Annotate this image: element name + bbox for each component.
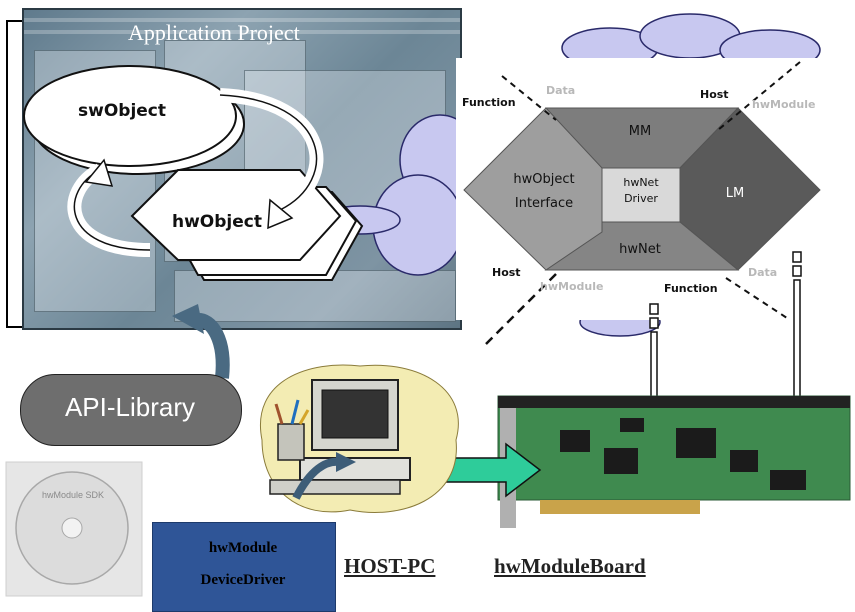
hex-region-center [601, 167, 681, 223]
api-library-box [20, 374, 242, 446]
diag-line-tr [717, 61, 801, 131]
corner-function-br: Function [664, 282, 718, 295]
diag-line-bl [483, 273, 557, 347]
cd-label: hwModule SDK [41, 490, 105, 500]
arrow-hw-to-sw-head [84, 158, 114, 187]
diag-line-br [725, 277, 791, 321]
hex-center-label-2: Driver [624, 192, 658, 205]
pcb-board [497, 395, 851, 528]
arrow-sw-to-hw-head [267, 198, 294, 230]
corner-hwmodule-tr: hwModule [752, 98, 816, 111]
application-project-title: Application Project [128, 20, 300, 45]
corner-data-tl: Data [546, 84, 576, 97]
hw-module-board-label: hwModuleBoard [494, 554, 646, 578]
hex-bottom-label: hwNet [619, 242, 661, 257]
hwobject-hexagon [130, 169, 342, 261]
hex-lm-label: LM [725, 186, 745, 201]
hex-center-label-1: hwNet [623, 176, 659, 189]
hex-left-label-1: hwObject [513, 172, 575, 187]
arrow-hw-to-sw-outline [73, 169, 151, 251]
left-bracket [6, 20, 24, 328]
arrow-sw-to-hw-outline [219, 94, 318, 211]
device-driver-box [152, 522, 336, 612]
swobject-ellipse [23, 65, 237, 167]
api-library-label: API-Library [64, 392, 196, 422]
host-pc-label: HOST-PC [344, 554, 436, 578]
device-driver-line2: DeviceDriver [200, 572, 286, 588]
computer-clipart [260, 364, 459, 513]
hex-left-label-2: Interface [514, 196, 574, 211]
corner-data-br: Data [748, 266, 778, 279]
corner-function-tl: Function [462, 96, 516, 109]
corner-hwmodule-bl: hwModule [540, 280, 604, 293]
api-arrow-head [172, 304, 204, 334]
corner-host-tr: Host [700, 88, 729, 101]
swobject-label: swObject [78, 101, 167, 121]
hex-mm-label: MM [628, 124, 652, 139]
cd-disc [5, 461, 143, 597]
device-driver-line1: hwModule [208, 540, 278, 556]
driver-arrow-head [336, 452, 356, 472]
architecture-hexagon [456, 58, 855, 347]
diag-line-tl [501, 75, 557, 121]
hwobject-label: hwObject [172, 212, 262, 232]
corner-host-bl: Host [492, 266, 521, 279]
ide-menubar [24, 18, 460, 22]
ide-toolbar [24, 30, 460, 34]
